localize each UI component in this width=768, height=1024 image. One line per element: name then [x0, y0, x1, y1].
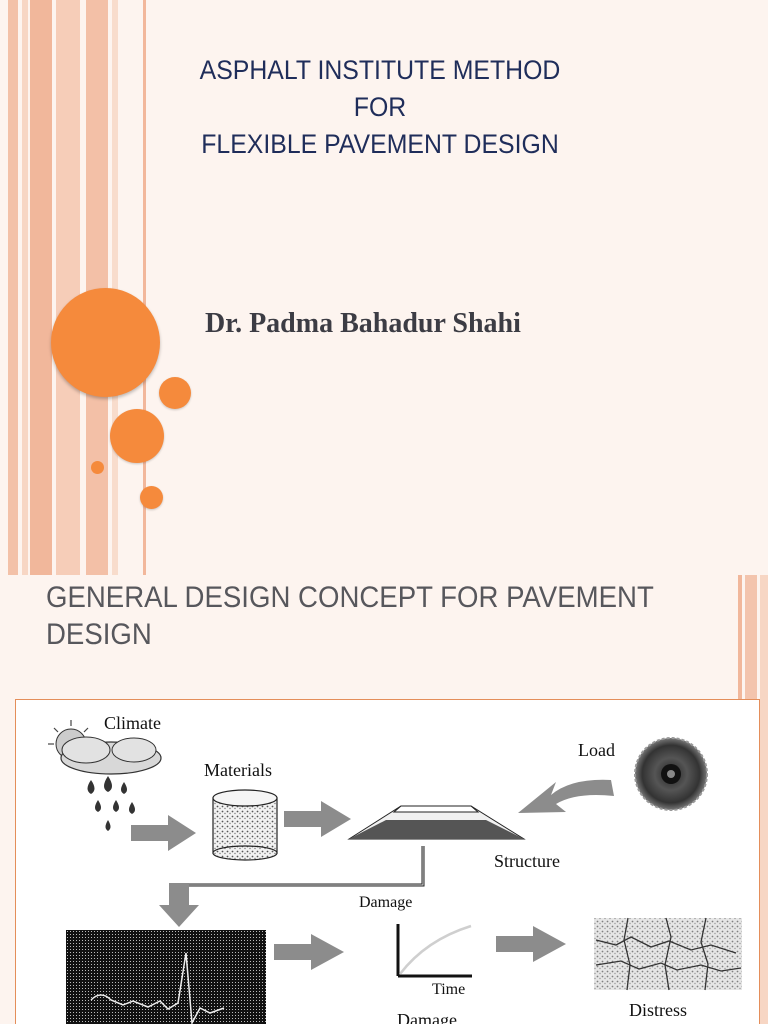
decor-circle-tiny	[91, 461, 104, 474]
label-materials: Materials	[204, 760, 272, 780]
decor-stripe	[30, 0, 52, 575]
climate-icon	[48, 720, 162, 831]
arrow-icon	[159, 883, 199, 927]
label-structure: Structure	[494, 851, 560, 871]
structure-layers-icon	[347, 805, 526, 840]
diagram-graphics	[48, 720, 742, 1024]
materials-cylinder-icon	[212, 789, 278, 861]
design-concept-diagram: Climate Materials Load Structure Damage …	[15, 699, 760, 1024]
stress-graph-icon	[66, 930, 266, 1024]
slide-concept: GENERAL DESIGN CONCEPT FOR PAVEMENT DESI…	[0, 575, 768, 1024]
title-line: FLEXIBLE PAVEMENT DESIGN	[201, 129, 559, 159]
arrow-icon	[131, 815, 196, 851]
arrow-icon	[274, 934, 344, 970]
author-name: Dr. Padma Bahadur Shahi	[205, 308, 521, 339]
label-damage-bottom: Damage	[397, 1010, 457, 1024]
title-line: FOR	[353, 92, 407, 122]
damage-curve-icon	[396, 924, 472, 978]
decor-circle-small	[159, 377, 191, 409]
decor-stripe	[760, 575, 768, 1024]
load-wheel-icon	[634, 737, 708, 811]
decor-stripe	[56, 0, 80, 575]
decor-circle-small	[140, 486, 163, 509]
slide-title: ASPHALT INSTITUTE METHOD FOR FLEXIBLE PA…	[8, 0, 591, 575]
slide-title-text: ASPHALT INSTITUTE METHOD FOR FLEXIBLE PA…	[168, 52, 591, 163]
label-damage: Damage	[359, 894, 413, 911]
arrow-icon	[496, 926, 566, 962]
label-climate: Climate	[104, 713, 161, 733]
decor-circle-large	[51, 288, 160, 397]
label-distress: Distress	[629, 1000, 687, 1020]
slide-concept-title: GENERAL DESIGN CONCEPT FOR PAVEMENT DESI…	[46, 581, 654, 651]
arrow-icon	[518, 779, 614, 813]
distress-cracks-icon	[594, 917, 742, 991]
decor-stripe	[8, 0, 18, 575]
label-load: Load	[578, 740, 615, 760]
title-line: ASPHALT INSTITUTE METHOD	[199, 55, 561, 85]
decor-stripe	[86, 0, 108, 575]
label-time: Time	[432, 981, 466, 998]
arrow-icon	[284, 801, 351, 837]
decor-circle-medium	[110, 409, 164, 463]
decor-stripe	[143, 0, 146, 575]
decor-stripe	[22, 0, 28, 575]
decor-stripe	[112, 0, 118, 575]
